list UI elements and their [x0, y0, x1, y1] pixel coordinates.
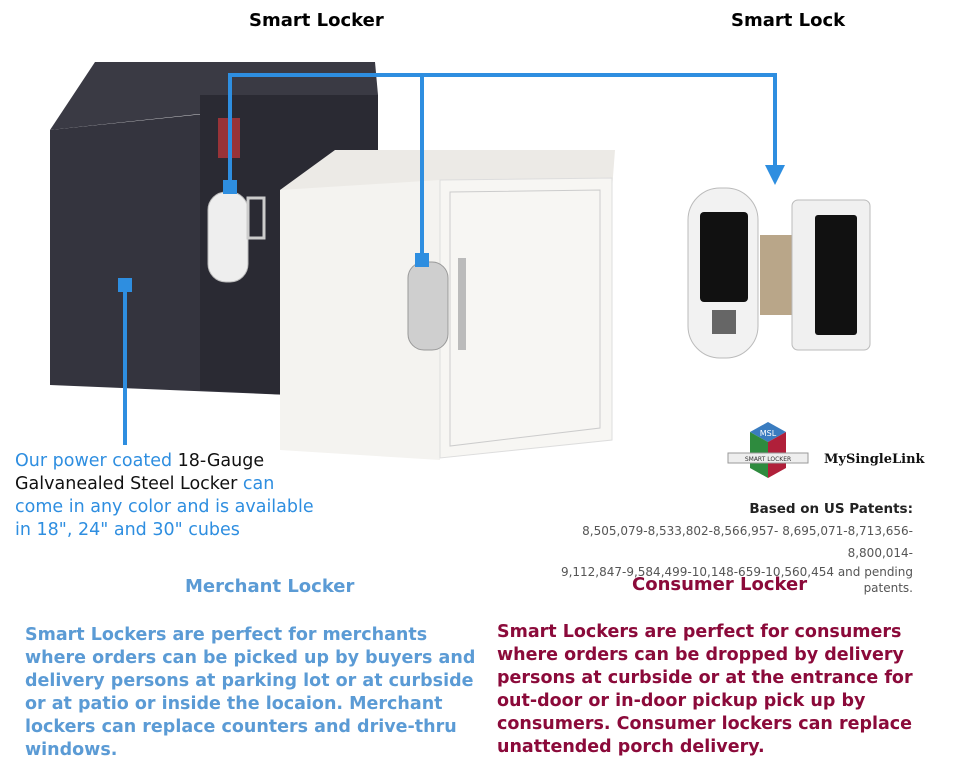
connector-lines [123, 73, 777, 445]
description-highlight: 18-Gauge Galvanealed Steel Locker [15, 451, 265, 494]
patents-heading: Based on US Patents: [749, 501, 913, 517]
consumer-locker-title: Consumer Locker [632, 574, 808, 595]
merchant-locker-title: Merchant Locker [185, 576, 355, 597]
smart-lock-device-image [687, 187, 871, 359]
patents-line: 8,505,079-8,533,802-8,566,957- 8,695,071… [582, 524, 913, 560]
merchant-description: Smart Lockers are perfect for merchants … [25, 625, 476, 760]
svg-text:MSL: MSL [760, 429, 777, 438]
smart-lock-header: Smart Lock [731, 10, 846, 31]
white-consumer-locker-image [280, 150, 615, 460]
description-text: can come in any color and is available i… [15, 474, 314, 540]
connector-node [118, 278, 132, 292]
arrow-head-icon [765, 165, 785, 185]
locker-description: Our power coated 18-Gauge Galvanealed St… [15, 450, 315, 542]
svg-text:SMART LOCKER: SMART LOCKER [745, 456, 791, 463]
connector-node [223, 180, 237, 194]
patents-line: 9,112,847-9,584,499-10,148-659-10,560,45… [560, 565, 913, 595]
brand-name: MySingleLink [824, 452, 925, 467]
patents-block: Based on US Patents: 8,505,079-8,533,802… [520, 498, 913, 596]
connector-node [415, 253, 429, 267]
smart-locker-header: Smart Locker [249, 10, 384, 31]
consumer-description: Smart Lockers are perfect for consumers … [497, 622, 913, 757]
description-text: Our power coated [15, 451, 178, 471]
msl-logo: MSL SMART LOCKER [727, 422, 809, 478]
